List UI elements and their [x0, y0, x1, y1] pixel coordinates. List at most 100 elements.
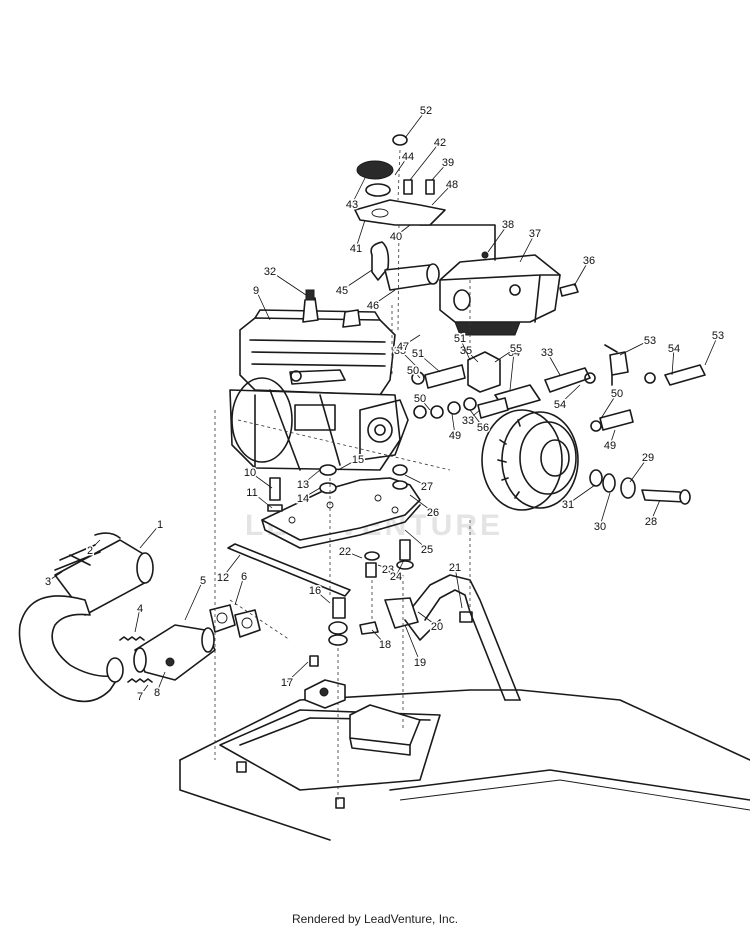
callout-9: 9 [253, 285, 259, 297]
leader-line-50 [412, 369, 421, 379]
fuel-system [411, 344, 706, 432]
leader-line-52 [404, 109, 427, 139]
leader-line-35 [465, 349, 479, 363]
callout-29: 29 [642, 452, 654, 464]
callout-32: 32 [264, 266, 276, 278]
callout-35: 35 [394, 345, 406, 357]
head-stud [342, 309, 361, 328]
callout-19: 19 [414, 657, 426, 669]
clutch-bolt-stack [589, 469, 691, 505]
callout-2: 2 [87, 545, 93, 557]
leader-line-49 [609, 429, 616, 446]
callout-52: 52 [420, 105, 432, 117]
support-strap [227, 543, 351, 597]
leader-line-32 [269, 270, 307, 296]
leader-line-43 [351, 177, 366, 205]
callout-20: 20 [431, 621, 443, 633]
leader-line-27 [404, 474, 428, 487]
leader-line-53 [619, 339, 651, 356]
callout-50: 50 [407, 365, 419, 377]
leader-line-54 [559, 384, 581, 405]
leader-line-56 [469, 409, 484, 428]
leader-line-38 [487, 223, 509, 253]
leader-line-18 [371, 629, 386, 645]
callout-18: 18 [379, 639, 391, 651]
leader-line-7 [139, 684, 149, 697]
callout-54: 54 [668, 343, 680, 355]
callout-56: 56 [477, 422, 489, 434]
leader-line-13 [302, 469, 321, 485]
screw-38 [481, 251, 489, 259]
leader-line-51 [459, 337, 471, 361]
leader-line-26 [409, 494, 434, 513]
leader-line-37 [519, 232, 536, 263]
leader-line-2 [89, 539, 101, 551]
callout-49: 49 [449, 430, 461, 442]
leader-line-14 [302, 487, 321, 499]
leader-line-39 [431, 161, 449, 181]
callout-39: 39 [442, 157, 454, 169]
leader-line-10 [249, 471, 273, 489]
callout-41: 41 [350, 243, 362, 255]
leader-line-50 [419, 397, 431, 411]
leader-line-16 [314, 589, 331, 604]
alignment-lines [214, 149, 471, 800]
leader-line-36 [573, 259, 590, 287]
leader-line-33 [546, 351, 561, 376]
callout-26: 26 [427, 507, 439, 519]
leader-line-33 [467, 409, 481, 421]
callout-7: 7 [137, 691, 143, 703]
leader-line-19 [404, 624, 421, 663]
leader-line-48 [431, 183, 453, 206]
callout-16: 16 [309, 585, 321, 597]
leader-line-8 [156, 671, 166, 693]
leader-line-22 [344, 550, 363, 559]
callout-23: 23 [382, 564, 394, 576]
leader-line-6 [234, 575, 245, 606]
lower-mount [304, 679, 346, 709]
leader-line-53 [704, 334, 719, 366]
callout-8: 8 [154, 687, 160, 699]
screw-36 [559, 283, 579, 297]
callout-44: 44 [402, 151, 414, 163]
callout-51: 51 [412, 348, 424, 360]
callout-13: 13 [297, 479, 309, 491]
drive-clutch [481, 409, 579, 511]
leader-line-31 [567, 484, 596, 505]
engine [229, 309, 409, 471]
callout-5: 5 [200, 575, 206, 587]
leader-line-30 [599, 492, 611, 527]
floor-bracket [349, 704, 421, 756]
leader-line-35 [399, 349, 421, 371]
callout-53: 53 [712, 330, 724, 342]
callout-37: 37 [529, 228, 541, 240]
callout-33: 33 [462, 415, 474, 427]
leader-line-51 [417, 352, 441, 373]
callout-36: 36 [583, 255, 595, 267]
leader-line-46 [372, 289, 396, 306]
callout-3: 3 [45, 576, 51, 588]
leader-line-28 [650, 499, 661, 522]
callout-17: 17 [281, 677, 293, 689]
leader-line-21 [454, 566, 463, 609]
exhaust-springs [119, 636, 153, 683]
callout-31: 31 [562, 499, 574, 511]
callout-53: 53 [644, 335, 656, 347]
leader-line-44 [394, 155, 409, 176]
leader-line-20 [417, 611, 438, 627]
leader-line-29 [629, 456, 649, 483]
callout-30: 30 [594, 521, 606, 533]
leader-line-5 [184, 579, 204, 621]
leader-line-15 [337, 458, 359, 471]
callout-6: 6 [241, 571, 247, 583]
callout-40: 40 [390, 231, 402, 243]
leader-line-40 [395, 224, 411, 237]
leader-line-23 [377, 564, 389, 570]
callout-14: 14 [297, 493, 309, 505]
leader-line-17 [286, 661, 309, 683]
callout-21: 21 [449, 562, 461, 574]
intake-adapter [354, 134, 446, 226]
callout-50: 50 [611, 388, 623, 400]
callout-43: 43 [346, 199, 358, 211]
